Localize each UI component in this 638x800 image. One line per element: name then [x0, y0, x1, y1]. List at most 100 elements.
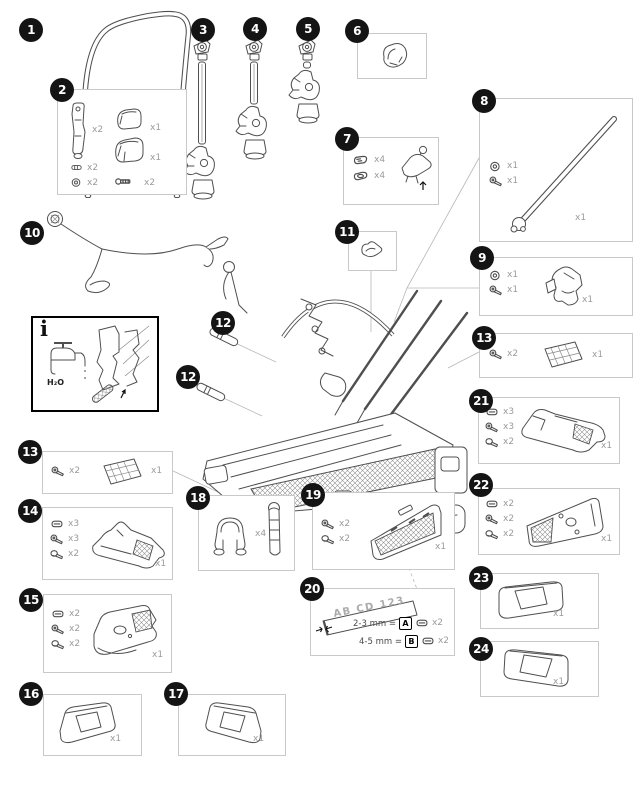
hardware-item: x2 — [485, 499, 514, 510]
range-label: 2-3 mm = — [353, 618, 396, 629]
qty-label: x2 — [339, 534, 351, 544]
clip-qty-label: x4 — [255, 529, 267, 539]
hardware-item: x3 — [50, 534, 79, 545]
qty-label: x2 — [68, 549, 80, 559]
part-qty-label: x1 — [601, 441, 613, 451]
qty-label: x2 — [69, 639, 81, 649]
callout-12a: 12 — [211, 311, 235, 335]
parts-box-16: x1 — [43, 694, 142, 756]
parts-box-18: x4 — [198, 495, 295, 571]
callout-24: 24 — [469, 637, 493, 661]
callout-1: 1 — [19, 18, 43, 42]
plate-part — [544, 341, 583, 368]
callout-8: 8 — [472, 89, 496, 113]
qty-label: x1 — [507, 270, 519, 280]
nut-icon — [489, 161, 503, 172]
callout-19: 19 — [301, 483, 325, 507]
pin-part-12b — [196, 382, 226, 402]
hardware-item: x2 — [51, 624, 80, 635]
option-a-chip: A — [398, 617, 412, 630]
padb-icon — [351, 170, 370, 182]
hardware-item: x1 — [489, 176, 518, 187]
screw-icon — [489, 285, 503, 296]
qty-label: x1 — [507, 285, 519, 295]
lamp-housing-part — [521, 409, 606, 453]
screwf-icon — [485, 437, 499, 448]
option-b-chip: B — [404, 635, 418, 648]
callout-23: 23 — [469, 566, 493, 590]
hardware-item: x2 — [51, 609, 80, 620]
hardware-item: x2 — [321, 534, 350, 545]
nut-icon — [71, 177, 83, 188]
screw-icon — [489, 349, 503, 360]
housing-part — [93, 605, 157, 655]
bracket-part — [71, 102, 86, 159]
range-label: 4-5 mm = — [359, 636, 402, 647]
qty-label: x2 — [92, 125, 104, 135]
side-panel-part — [526, 497, 604, 547]
bolt-icon — [106, 175, 140, 188]
lamp-cover-part — [59, 702, 116, 744]
hardware-item: x4 — [351, 170, 385, 182]
screw-icon — [51, 466, 65, 477]
screwf-icon — [321, 534, 335, 545]
strap-part — [268, 502, 281, 556]
callout-18: 18 — [186, 486, 210, 510]
clip-icon — [485, 499, 499, 510]
info-box: i H₂O — [31, 316, 159, 412]
hardware-item: x2 — [485, 514, 514, 525]
clip-icon — [51, 609, 65, 620]
wiring-harness-part — [47, 211, 229, 294]
nut-icon — [489, 270, 503, 281]
plate-thickness-row: 4-5 mm = B x2 — [359, 635, 449, 648]
info-icon: i — [40, 316, 48, 341]
license-plate-figure — [315, 600, 418, 636]
callout-10: 10 — [20, 221, 44, 245]
clamp-assembly-figure — [401, 145, 432, 190]
part-qty-label: x1 — [152, 650, 164, 660]
qty-label: x1 — [150, 123, 162, 133]
hardware-item: x1 — [489, 285, 518, 296]
screwf-icon — [50, 549, 64, 560]
callout-14: 14 — [18, 499, 42, 523]
callout-15: 15 — [19, 588, 43, 612]
qty-label: x2 — [507, 349, 519, 359]
qty-label: x2 — [87, 178, 99, 188]
callout-13-right: 13 — [472, 326, 496, 350]
part-qty-label: x1 — [155, 559, 167, 569]
hardware-item: x3 — [485, 422, 514, 433]
tube-part — [510, 116, 617, 233]
screw-icon — [51, 624, 65, 635]
hardware-item: x2 — [51, 639, 80, 650]
qty-label: x2 — [69, 466, 81, 476]
bike-arm-parts — [183, 39, 320, 200]
parts-box-2: x2 x1 x1 x2 x2 x2 — [57, 89, 187, 195]
housing-part — [92, 521, 165, 569]
plate-part — [103, 458, 142, 485]
qty-label: x1 — [507, 176, 519, 186]
hardware-item: x2 — [50, 549, 79, 560]
hardware-item: x2 — [485, 437, 514, 448]
part-qty-label: x1 — [601, 534, 613, 544]
qty-label: x2 — [437, 636, 450, 646]
callout-4: 4 — [243, 17, 267, 41]
callout-11: 11 — [335, 220, 359, 244]
hardware-item: x2 — [51, 466, 80, 477]
part-qty-label: x1 — [253, 734, 265, 744]
hardware-item: x1 — [489, 161, 518, 172]
clip-icon — [421, 636, 435, 647]
parts-box-17: x1 — [178, 694, 286, 756]
part-qty-label: x1 — [582, 295, 594, 305]
qty-label: x2 — [69, 609, 81, 619]
faucet-icon — [50, 342, 86, 380]
qty-label: x4 — [374, 170, 386, 181]
part-qty-label: x1 — [110, 734, 122, 744]
clip-icon — [50, 519, 64, 530]
callout-5: 5 — [296, 17, 320, 41]
rubber-piece-part — [361, 241, 383, 258]
hardware-list: x1 x1 — [489, 270, 518, 296]
